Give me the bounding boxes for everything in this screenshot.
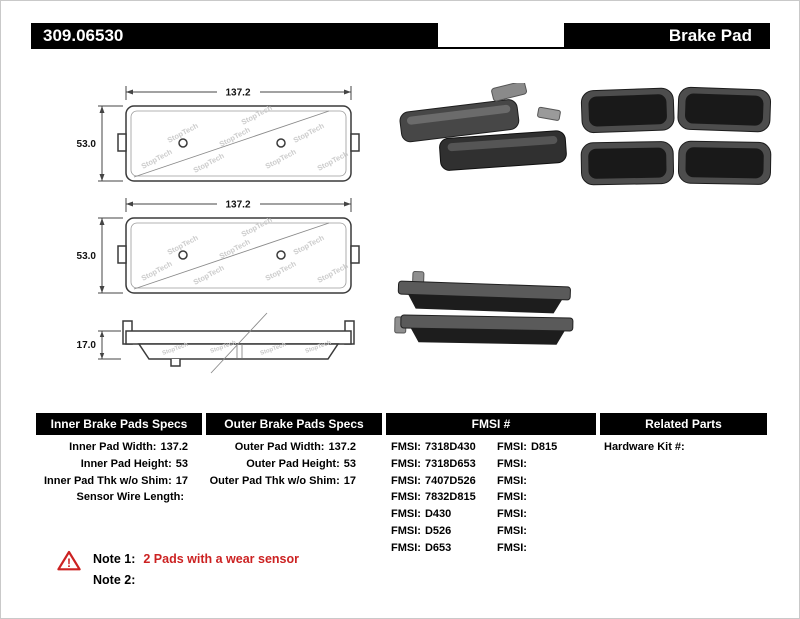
spec-label: Inner Pad Width:: [69, 441, 157, 453]
dim-width-label: 137.2: [225, 200, 250, 211]
part-number-bar: 309.06530: [31, 23, 438, 49]
note-2: Note 2:: [93, 573, 143, 587]
fmsi-label: FMSI:: [497, 474, 527, 487]
fmsi-value: D815: [530, 441, 558, 453]
fmsi-entry: FMSI:D653: [391, 540, 495, 557]
product-photo-edge-view: [394, 271, 574, 345]
fmsi-value: 7832D815: [424, 491, 476, 504]
related-parts-row: Hardware Kit #:: [604, 439, 764, 456]
fmsi-label: FMSI:: [497, 524, 527, 537]
spec-label: Outer Pad Height:: [246, 457, 340, 470]
fmsi-column-2: FMSI:D815 FMSI: FMSI: FMSI: FMSI: FMSI: …: [497, 439, 597, 557]
fmsi-label: FMSI:: [391, 524, 421, 537]
note-2-label: Note 2:: [93, 573, 136, 587]
spec-label: Sensor Wire Length:: [76, 491, 184, 504]
fmsi-entry: FMSI:7407D526: [391, 473, 495, 490]
fmsi-value: 7318D430: [424, 441, 476, 453]
fmsi-label: FMSI:: [497, 541, 527, 554]
pad-side-drawing: 17.0 StopTech StopTech StopTech StopTech: [77, 312, 355, 374]
fmsi-label: FMSI:: [391, 457, 421, 470]
spec-row: Inner Pad Width:137.2: [36, 439, 188, 456]
fmsi-column-1: FMSI:7318D430 FMSI:7318D653 FMSI:7407D52…: [391, 439, 495, 557]
fmsi-entry: FMSI:: [497, 473, 597, 490]
note-1-label: Note 1:: [93, 552, 136, 566]
page-title: Brake Pad: [668, 26, 752, 45]
outer-specs-header: Outer Brake Pads Specs: [206, 413, 382, 435]
spec-row: Outer Pad Height:53: [206, 456, 356, 473]
fmsi-label: FMSI:: [391, 441, 421, 453]
fmsi-label: FMSI:: [391, 541, 421, 554]
spec-row: Outer Pad Width:137.2: [206, 439, 356, 456]
fmsi-value: D430: [424, 508, 452, 521]
dim-thickness-label: 17.0: [77, 340, 97, 351]
svg-text:!: !: [67, 556, 71, 570]
part-number: 309.06530: [43, 26, 124, 45]
inner-specs-column: Inner Pad Width:137.2 Inner Pad Height:5…: [36, 439, 202, 506]
dim-height-label: 53.0: [77, 251, 97, 262]
fmsi-label: FMSI:: [497, 508, 527, 521]
spec-row: Outer Pad Thk w/o Shim:17: [206, 473, 356, 490]
hardware-clip-photo: [491, 83, 527, 102]
fmsi-value: 7407D526: [424, 474, 476, 487]
fmsi-value: D653: [424, 541, 452, 554]
spec-value: 53: [343, 457, 356, 470]
fmsi-label: FMSI:: [391, 508, 421, 521]
spec-row: Inner Pad Thk w/o Shim:17: [36, 473, 188, 490]
related-parts-header: Related Parts: [600, 413, 767, 435]
fmsi-entry: FMSI:: [497, 456, 597, 473]
fmsi-entry: FMSI:7832D815: [391, 489, 495, 506]
spec-label: Outer Pad Thk w/o Shim:: [209, 474, 340, 487]
fmsi-entry: FMSI:D526: [391, 523, 495, 540]
fmsi-entry: FMSI:7318D653: [391, 456, 495, 473]
fmsi-label: FMSI:: [497, 441, 527, 453]
spec-value: 137.2: [328, 441, 356, 453]
related-parts-column: Hardware Kit #:: [604, 439, 764, 456]
spec-value: 17: [343, 474, 356, 487]
inner-specs-header: Inner Brake Pads Specs: [36, 413, 202, 435]
spec-label: Outer Pad Width:: [234, 441, 325, 453]
related-label: Hardware Kit #:: [604, 441, 685, 453]
spec-value: 137.2: [160, 441, 188, 453]
fmsi-entry: FMSI:: [497, 540, 597, 557]
fmsi-label: FMSI:: [497, 491, 527, 504]
fmsi-entry: FMSI:D815: [497, 439, 597, 456]
fmsi-entry: FMSI:: [497, 523, 597, 540]
note-1-text: 2 Pads with a wear sensor: [143, 552, 299, 566]
warning-triangle-icon: !: [57, 550, 81, 571]
fmsi-value: 7318D653: [424, 457, 476, 470]
note-1: Note 1: 2 Pads with a wear sensor: [93, 552, 299, 566]
outer-specs-column: Outer Pad Width:137.2 Outer Pad Height:5…: [206, 439, 382, 489]
fmsi-label: FMSI:: [497, 457, 527, 470]
fmsi-entry: FMSI:: [497, 489, 597, 506]
spec-label: Inner Pad Thk w/o Shim:: [44, 474, 172, 487]
product-type-bar: Brake Pad: [564, 23, 770, 49]
fmsi-entry: FMSI:: [497, 506, 597, 523]
fmsi-value: D526: [424, 524, 452, 537]
product-photo-pad-set: [399, 83, 772, 186]
spec-row: Sensor Wire Length:: [36, 489, 188, 506]
spec-row: Inner Pad Height:53: [36, 456, 188, 473]
spec-value: 17: [175, 474, 188, 487]
dim-width-label: 137.2: [225, 88, 250, 99]
dim-height-label: 53.0: [77, 139, 97, 150]
pad-front-drawing-2: 137.2 53.0 StopTech StopTech StopTech St…: [77, 198, 360, 294]
fmsi-entry: FMSI:7318D430: [391, 439, 495, 456]
fmsi-label: FMSI:: [391, 474, 421, 487]
spec-label: Inner Pad Height:: [80, 457, 172, 470]
fmsi-label: FMSI:: [391, 491, 421, 504]
spec-value: 53: [175, 457, 188, 470]
fmsi-entry: FMSI:D430: [391, 506, 495, 523]
fmsi-header: FMSI #: [386, 413, 596, 435]
pad-front-drawing-1: 137.2 53.0 StopTech StopTech StopTech St…: [77, 86, 360, 182]
